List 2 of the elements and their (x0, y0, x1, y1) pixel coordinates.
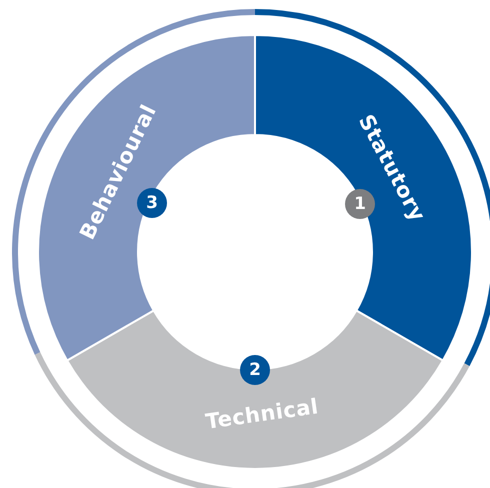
segment-label: Technical (204, 394, 320, 434)
number-badge: 2 (240, 355, 270, 385)
